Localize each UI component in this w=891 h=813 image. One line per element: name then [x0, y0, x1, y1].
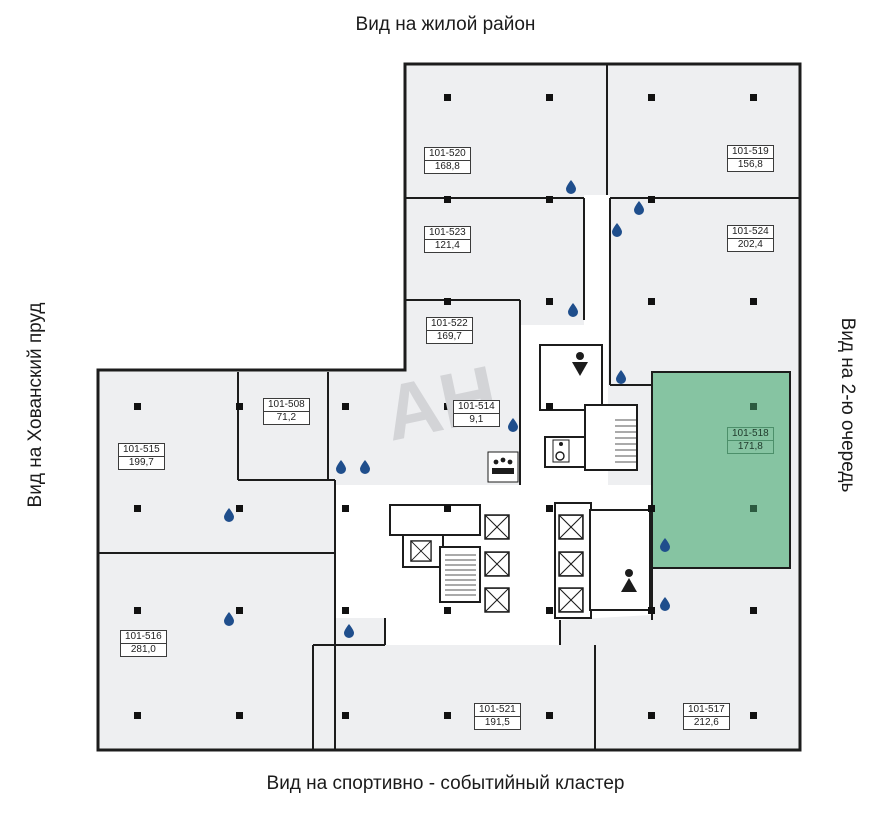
room-area: 171,8 [737, 441, 763, 452]
room-area: 212,6 [693, 717, 719, 728]
room-number: 101-523 [425, 227, 470, 240]
room-area: 202,4 [737, 239, 763, 250]
room-number: 101-520 [425, 148, 470, 161]
room-number: 101-521 [475, 704, 520, 717]
room-area: 199,7 [128, 457, 154, 468]
corridor-ne [584, 195, 610, 330]
female-wc-icon [621, 569, 637, 592]
room-number: 101-514 [454, 401, 499, 414]
stairs-icon [445, 554, 476, 596]
room-number: 101-522 [427, 318, 472, 331]
room-area: 169,7 [436, 331, 462, 342]
room-area: 9,1 [469, 414, 484, 425]
room-area: 281,0 [130, 644, 156, 655]
room-number: 101-508 [264, 399, 309, 412]
room-number: 101-517 [684, 704, 729, 717]
room-area: 191,5 [484, 717, 510, 728]
room-number: 101-519 [728, 146, 773, 159]
room-number: 101-516 [121, 631, 166, 644]
room-area-101-518[interactable] [651, 371, 791, 569]
room-area: 71,2 [276, 412, 297, 423]
room-number: 101-518 [728, 428, 773, 441]
room-area: 168,8 [434, 161, 460, 172]
columns [134, 94, 757, 719]
view-label-top: Вид на жилой район [355, 14, 536, 35]
meeting-room-icon [487, 451, 519, 483]
male-wc-icon [572, 352, 588, 376]
view-label-bottom: Вид на спортивно - событийный кластер [266, 773, 625, 794]
room-number: 101-524 [728, 226, 773, 239]
room-area: 156,8 [737, 159, 763, 170]
interior-walls [98, 64, 800, 750]
stairs-icon [615, 419, 636, 463]
room-area: 121,4 [434, 240, 460, 251]
room-number: 101-515 [119, 444, 164, 457]
wheelchair-icon [552, 439, 570, 463]
